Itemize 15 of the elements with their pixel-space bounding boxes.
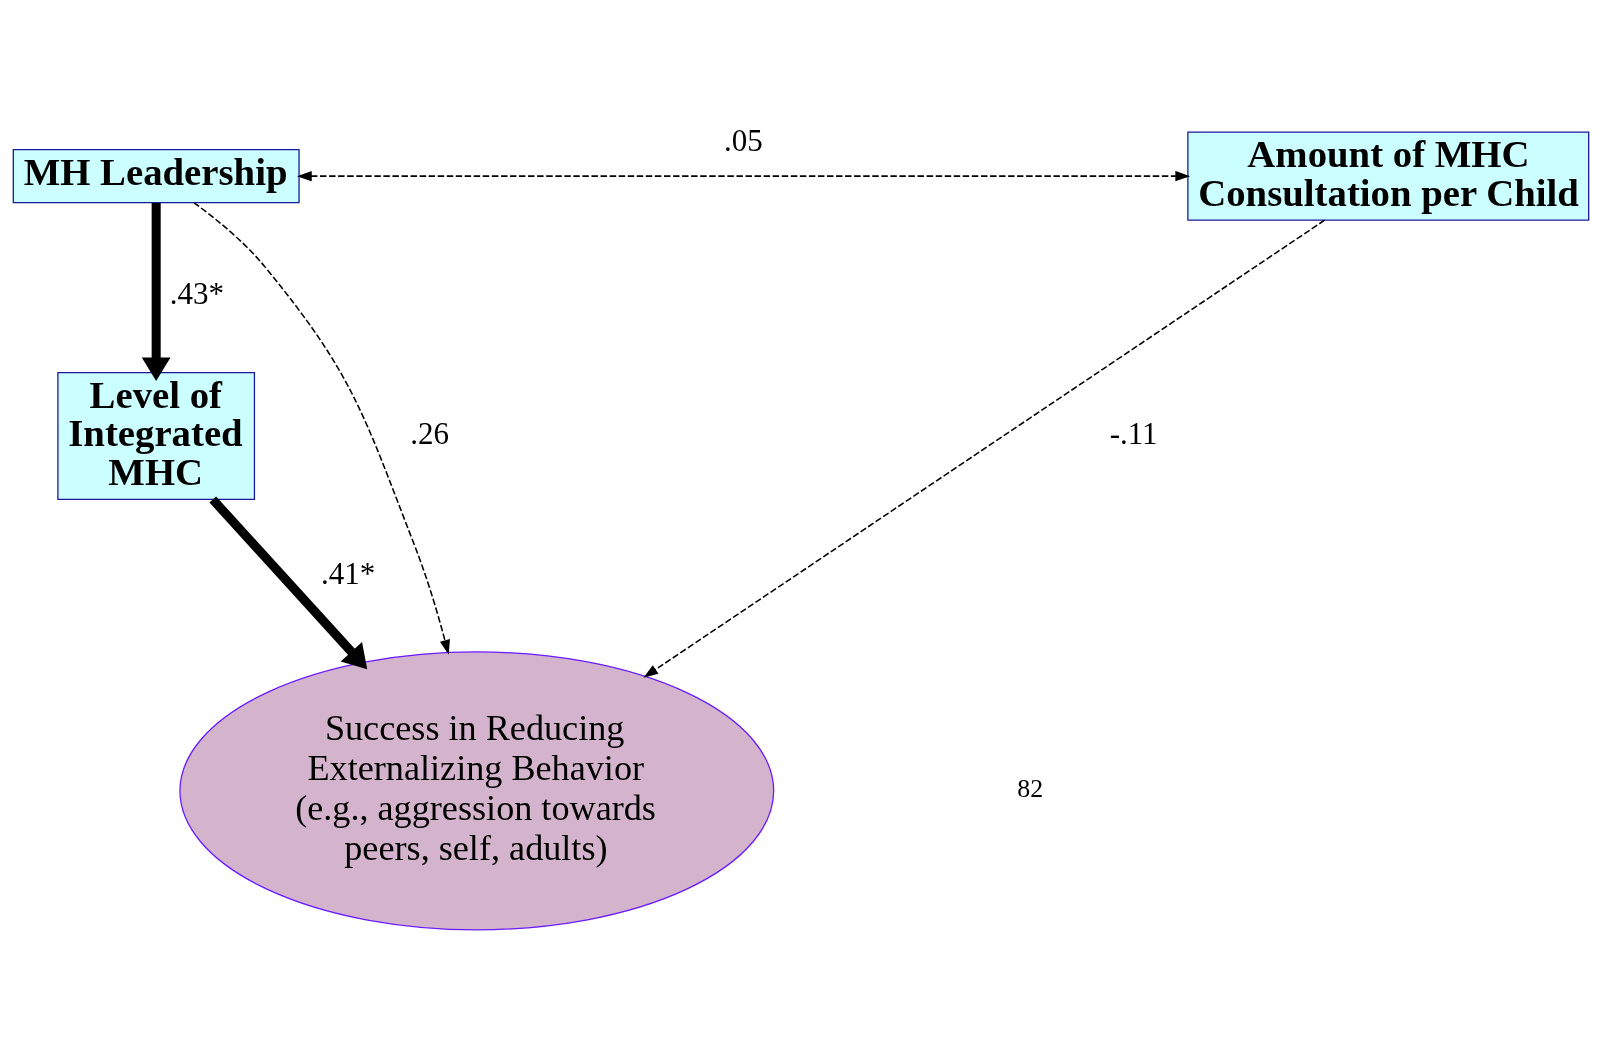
node-box: MH Leadership (12, 148, 300, 203)
node-ellipse: Success in Reducing Externalizing Behavior (e.g., aggression towards peers, self, adults) (179, 650, 775, 930)
node-box: Amount of MHC Consultation per Child (1187, 131, 1590, 221)
node-box: Level of Integrated MHC (57, 371, 256, 500)
label: 82 (1017, 773, 1044, 803)
edge-label: .41* (321, 555, 376, 591)
arrow (643, 218, 1326, 678)
edge-label: .43* (169, 275, 225, 311)
edge-label: .26 (410, 415, 450, 451)
arrow (296, 170, 1191, 181)
arrow (193, 201, 450, 655)
edge-label: -.11 (1109, 415, 1158, 451)
edge-label: .05 (724, 122, 763, 158)
arrow (209, 495, 368, 669)
arrow (141, 202, 171, 381)
